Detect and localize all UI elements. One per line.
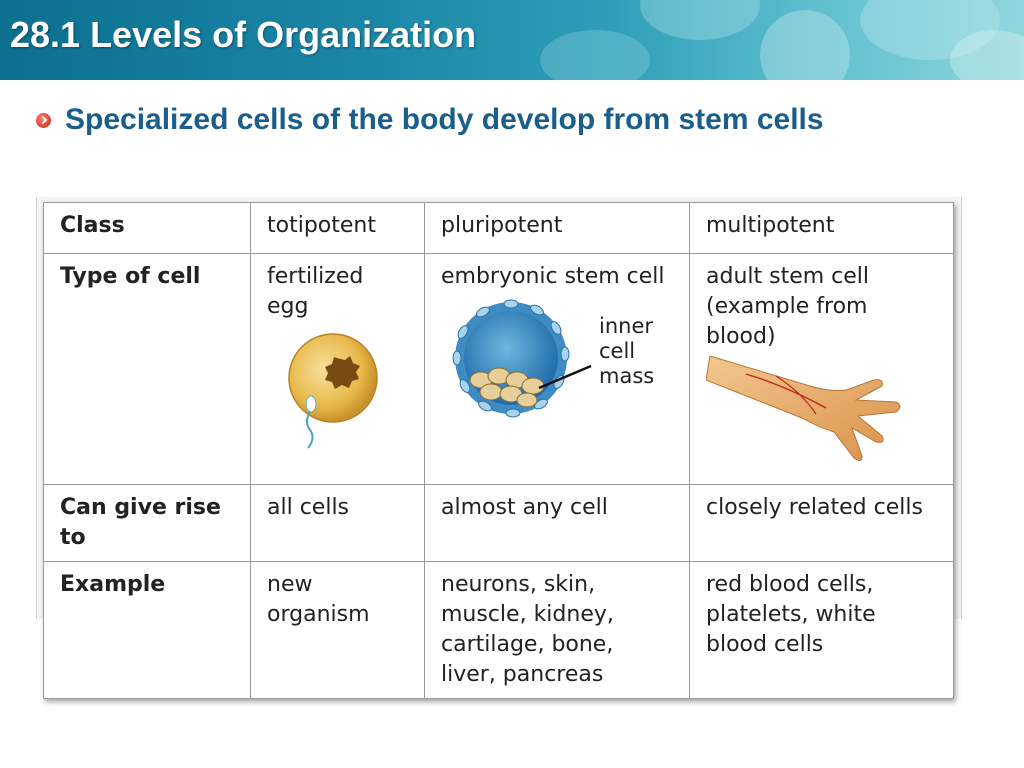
slide-header: 28.1 Levels of Organization [0,0,1024,80]
cell-adult-stem-cell-label: adult stem cell (example from blood) [706,264,870,349]
stem-cell-table: Class totipotent pluripotent multipotent… [43,202,954,699]
fertilized-egg-icon [288,333,378,449]
table-row-class: Class totipotent pluripotent multipotent [43,202,954,254]
cell-example-totipotent: new organism [250,561,425,699]
cell-multipotent: multipotent [689,202,954,254]
row-header-can-give-rise-to: Can give rise to [43,484,251,562]
cell-all-cells: all cells [250,484,425,562]
row-header-example: Example [43,561,251,699]
cell-pluripotent: pluripotent [424,202,690,254]
cell-closely-related-cells: closely related cells [689,484,954,562]
blastocyst-illustration: inner cell mass [441,296,673,436]
cell-embryonic-stem-cell: embryonic stem cell [424,253,690,485]
bullet-icon [36,112,51,128]
table-row-can-give-rise-to: Can give rise to all cells almost any ce… [43,484,954,562]
arm-icon [705,355,901,462]
inner-cell-mass-line-2: cell [599,339,636,363]
row-header-type-of-cell: Type of cell [43,253,251,485]
cell-fertilized-egg: fertilized egg [250,253,425,485]
table-row-example: Example new organism neurons, skin, musc… [43,561,954,699]
inner-cell-mass-line-3: mass [599,364,655,388]
subtitle-row: Specialized cells of the body develop fr… [36,103,824,137]
inner-cell-mass-label: inner cell mass [599,314,654,389]
blastocyst-icon [452,299,592,418]
cell-embryonic-stem-cell-label: embryonic stem cell [441,264,665,289]
slide-subtitle: Specialized cells of the body develop fr… [65,103,824,136]
cell-fertilized-egg-label: fertilized egg [267,264,364,319]
cell-totipotent: totipotent [250,202,425,254]
cell-almost-any-cell: almost any cell [424,484,690,562]
cell-example-multipotent: red blood cells, platelets, white blood … [689,561,954,699]
inner-cell-mass-line-1: inner [599,314,654,338]
cell-example-pluripotent: neurons, skin, muscle, kidney, cartilage… [424,561,690,699]
slide-title: 28.1 Levels of Organization [10,14,477,55]
arm-illustration [705,355,937,476]
fertilized-egg-illustration [267,326,408,466]
cell-adult-stem-cell: adult stem cell (example from blood) [689,253,954,485]
row-header-class: Class [43,202,251,254]
table-row-type-of-cell: Type of cell fertilized egg [43,253,954,485]
